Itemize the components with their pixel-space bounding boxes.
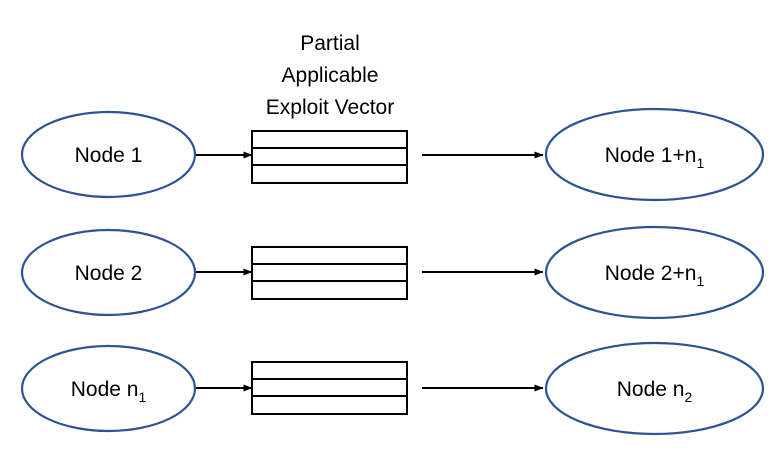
source-node-2-label: Node 2 bbox=[75, 262, 143, 285]
vector-title-line-2: Applicable bbox=[282, 64, 379, 87]
target-node-1[interactable]: Node 1+n1 bbox=[544, 107, 765, 202]
target-node-3[interactable]: Node n2 bbox=[544, 341, 765, 436]
exploit-vector-box-3-outline[interactable] bbox=[251, 361, 408, 415]
source-node-3-shape[interactable] bbox=[20, 344, 197, 433]
target-node-3-label: Node n2 bbox=[617, 378, 693, 405]
diagram-row: Node 1 Node 1+n1 bbox=[20, 107, 765, 202]
vector-title-line-1: Partial bbox=[300, 32, 360, 55]
source-node-2-shape[interactable] bbox=[20, 228, 197, 317]
source-node-2[interactable]: Node 2 bbox=[20, 228, 197, 317]
diagram-row: Node 2 Node 2+n1 bbox=[20, 225, 765, 320]
source-node-3[interactable]: Node n1 bbox=[20, 344, 197, 433]
target-node-1-label: Node 1+n1 bbox=[605, 144, 705, 171]
source-node-1[interactable]: Node 1 bbox=[20, 110, 197, 199]
source-node-3-label: Node n1 bbox=[71, 378, 147, 405]
exploit-vector-box-1-outline[interactable] bbox=[251, 130, 408, 184]
exploit-vector-box-1[interactable] bbox=[251, 130, 408, 184]
source-node-1-label: Node 1 bbox=[75, 144, 143, 167]
vector-title-line-3: Exploit Vector bbox=[266, 96, 394, 119]
target-node-2-label: Node 2+n1 bbox=[605, 262, 705, 289]
target-node-2[interactable]: Node 2+n1 bbox=[544, 225, 765, 320]
target-node-3-shape[interactable] bbox=[544, 341, 765, 436]
target-node-1-shape[interactable] bbox=[544, 107, 765, 202]
diagram-row: Node n1 Node n2 bbox=[20, 341, 765, 436]
exploit-vector-box-3[interactable] bbox=[251, 361, 408, 415]
exploit-vector-box-2-outline[interactable] bbox=[251, 246, 408, 300]
target-node-2-shape[interactable] bbox=[544, 225, 765, 320]
source-node-1-shape[interactable] bbox=[20, 110, 197, 199]
vector-title: Partial Applicable Exploit Vector bbox=[266, 32, 394, 119]
exploit-vector-box-2[interactable] bbox=[251, 246, 408, 300]
